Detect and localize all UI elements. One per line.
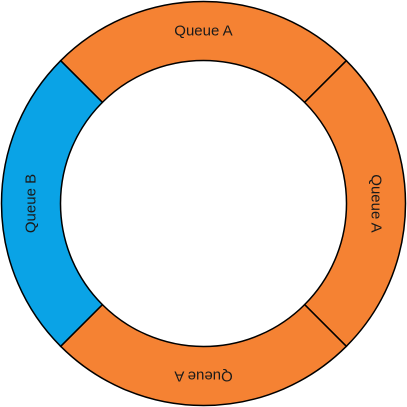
ring-segment-left: [0, 59, 104, 348]
ring-segment-right: [303, 59, 407, 348]
ring-segment-top: [59, 0, 348, 104]
ring-segment-bottom: [59, 303, 348, 407]
ring-segment-label-left: Queue B: [23, 174, 40, 233]
ring-labels: Queue A Queue A Queue A Queue B: [23, 23, 385, 385]
ring-segment-label-top: Queue A: [174, 23, 232, 40]
ring-segment-label-right: Queue A: [368, 174, 385, 232]
ring-segment-label-bottom: Queue A: [174, 368, 232, 385]
